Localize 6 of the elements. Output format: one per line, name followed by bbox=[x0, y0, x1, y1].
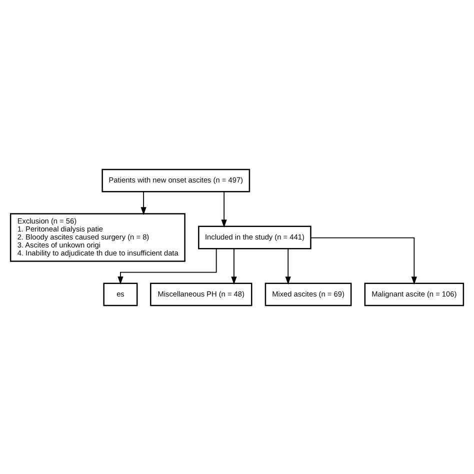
arrow bbox=[231, 248, 237, 284]
arrow bbox=[285, 248, 291, 284]
arrow bbox=[221, 190, 227, 228]
arrow bbox=[140, 190, 146, 215]
arrow bbox=[118, 248, 217, 284]
arrow bbox=[310, 236, 417, 284]
